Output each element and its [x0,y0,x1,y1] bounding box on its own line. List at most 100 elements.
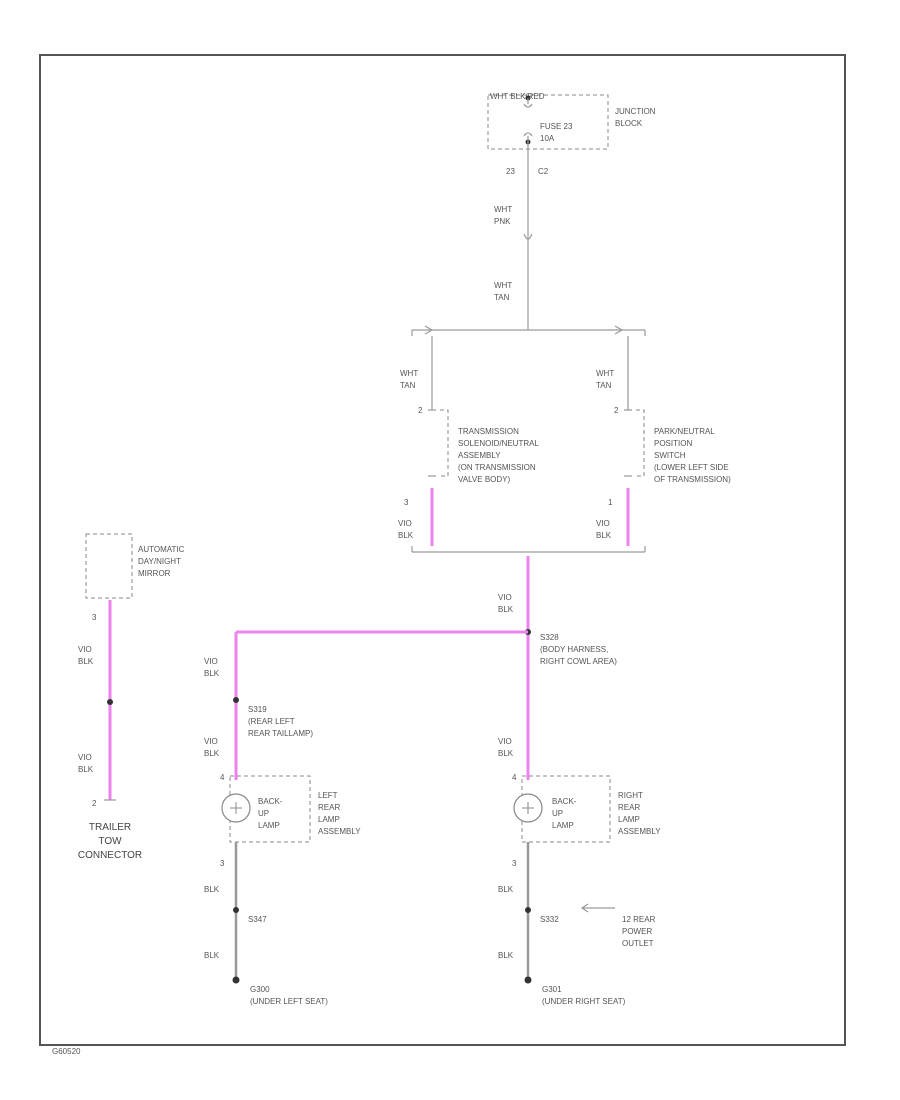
mirror-pin: 3 [92,613,97,622]
fuse-label-2: 10A [540,134,555,143]
split-bus-ends [411,330,646,336]
mirror2-vio-label: VIO [78,753,92,762]
left-ground-l2: (UNDER LEFT SEAT) [250,997,328,1006]
left-branch-color1: WHT [400,369,418,378]
left-lamp-l2: REAR [318,803,340,812]
trans-solenoid-l2: SOLENOID/NEUTRAL [458,439,539,448]
gl-blk2-label: BLK [204,951,220,960]
inline-connector [523,233,533,240]
park-neutral-l1: PARK/NEUTRAL [654,427,715,436]
tow-pin: 2 [92,799,97,808]
feed-wire-color1: WHT [494,205,512,214]
s319-l2: (REAR LEFT [248,717,295,726]
trailer-l1: TRAILER [89,822,131,833]
trans-solenoid-box [440,409,449,477]
center-blk-label: BLK [498,605,514,614]
join-bus-ends [411,546,646,552]
tr-left-top-pin: 2 [418,406,423,415]
mirror-vio-label: VIO [78,645,92,654]
junction-top-wire: WHT BLK/RED [490,92,545,101]
left-lamp-l4: ASSEMBLY [318,827,361,836]
outlet-arrow [580,903,615,913]
lamp-right-top-pin: 4 [512,773,517,782]
bl2-blk-label: BLK [204,749,220,758]
junction-pin-left: 23 [506,167,515,176]
mid-wire-color1: WHT [494,281,512,290]
tr-right-top-pin: 2 [614,406,619,415]
bl-vio-label: VIO [204,657,218,666]
left-branch-color2: TAN [400,381,416,390]
s319-l3: REAR TAILLAMP) [248,729,313,738]
ground-g300-icon [232,976,240,984]
auto-mirror-l3: MIRROR [138,569,171,578]
mirror-blk-label: BLK [78,657,94,666]
mid-wire-color2: TAN [494,293,510,302]
trailer-l3: CONNECTOR [78,850,142,861]
outlet-note-l1: 12 REAR [622,915,656,924]
right-backup-l3: LAMP [552,821,574,830]
s328-l3: RIGHT COWL AREA) [540,657,617,666]
gr-blk1-label: BLK [498,885,514,894]
right-ground-l1: G301 [542,985,562,994]
splice-s347-node [233,907,239,913]
tr-right-bot-pin: 1 [608,498,613,507]
left-backup-l1: BACK- [258,797,283,806]
lamp-right-bot-pin: 3 [512,859,517,868]
fuse-element [523,103,533,137]
mirror-inline-node [107,699,113,705]
auto-mirror-box [85,533,133,599]
left-feed-wire [234,630,528,780]
lamp-left-top-pin: 4 [220,773,225,782]
trans-solenoid-l1: TRANSMISSION [458,427,519,436]
left-blk-label: BLK [398,531,414,540]
left-backup-l2: UP [258,809,269,818]
left-backup-l3: LAMP [258,821,280,830]
left-bulb-filament [230,802,242,814]
park-neutral-l4: (LOWER LEFT SIDE [654,463,729,472]
tr-left-bot-pin: 3 [404,498,409,507]
split-arrows [424,325,624,335]
ground-g301-icon [524,976,532,984]
br-blk-label: BLK [498,749,514,758]
right-splice-label: S332 [540,915,559,924]
splice-s332-node [525,907,531,913]
junction-label-1: JUNCTION [615,107,656,116]
lamp-left-bot-pin: 3 [220,859,225,868]
right-bulb-filament [522,802,534,814]
right-branch-color2: TAN [596,381,612,390]
mirror2-blk-label: BLK [78,765,94,774]
auto-mirror-l2: DAY/NIGHT [138,557,181,566]
feed-wire-color2: PNK [494,217,511,226]
left-splice-label: S347 [248,915,267,924]
left-lamp-l3: LAMP [318,815,340,824]
fuse-label-1: FUSE 23 [540,122,573,131]
trans-solenoid-l5: VALVE BODY) [458,475,511,484]
right-blk-label: BLK [596,531,612,540]
gl-blk1-label: BLK [204,885,220,894]
right-lamp-l1: RIGHT [618,791,643,800]
junction-label-2: BLOCK [615,119,643,128]
trans-solenoid-l3: ASSEMBLY [458,451,501,460]
s319-l1: S319 [248,705,267,714]
gr-blk2-label: BLK [498,951,514,960]
junction-pin-right: C2 [538,167,549,176]
junction-block-box [487,94,609,150]
right-lamp-l2: REAR [618,803,640,812]
right-backup-l2: UP [552,809,563,818]
trans-solenoid-l4: (ON TRANSMISSION [458,463,536,472]
right-lamp-l4: ASSEMBLY [618,827,661,836]
trailer-l2: TOW [98,836,122,847]
splice-s319-node [233,697,239,703]
outlet-note-l2: POWER [622,927,652,936]
right-ground-l2: (UNDER RIGHT SEAT) [542,997,626,1006]
left-ground-l1: G300 [250,985,270,994]
branch-wires [431,336,629,410]
auto-mirror-l1: AUTOMATIC [138,545,185,554]
left-lamp-l1: LEFT [318,791,338,800]
left-vio-label: VIO [398,519,412,528]
s328-l1: S328 [540,633,559,642]
park-neutral-pins [624,409,632,477]
bl-blk-label: BLK [204,669,220,678]
right-backup-l1: BACK- [552,797,577,806]
